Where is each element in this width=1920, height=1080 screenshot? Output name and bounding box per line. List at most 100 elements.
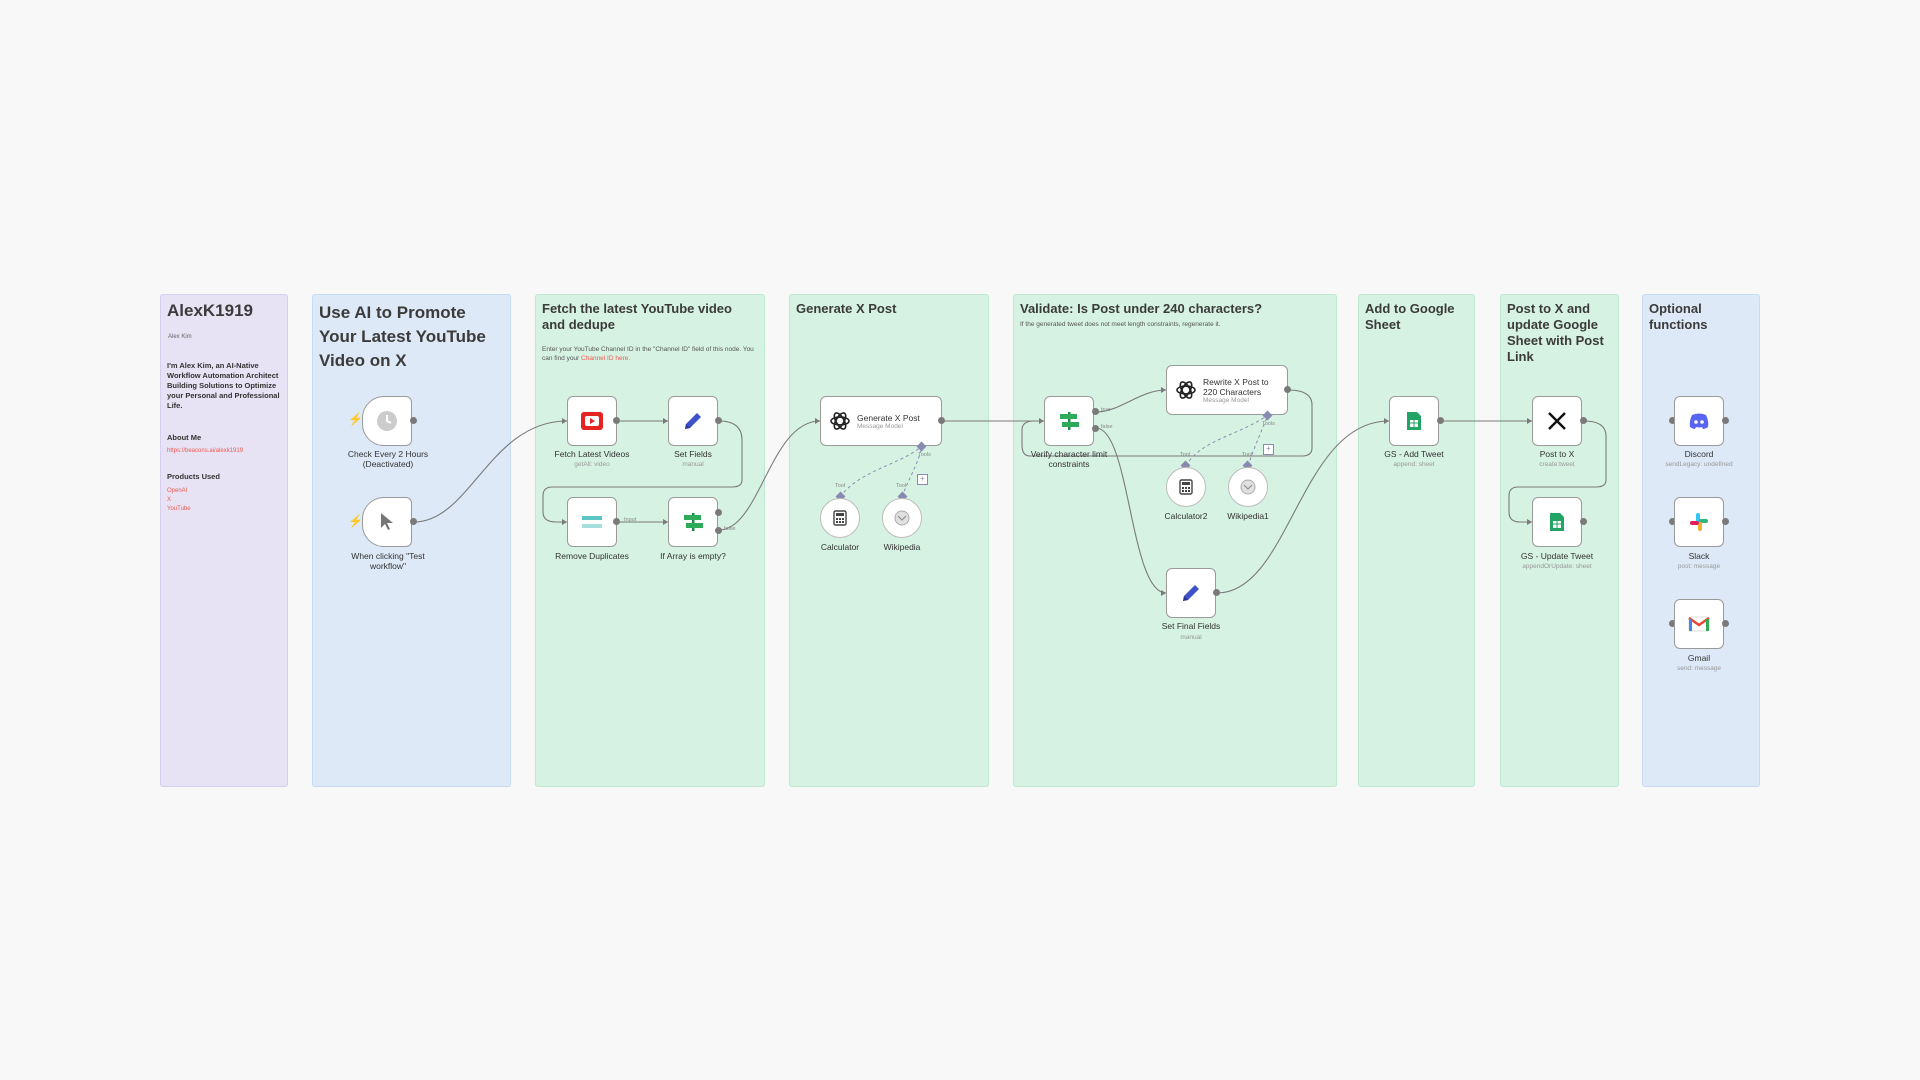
manual-trigger-node[interactable] xyxy=(362,497,412,547)
discord-node[interactable] xyxy=(1674,396,1724,446)
generate-post-node[interactable]: Generate X Post Message Model xyxy=(820,396,942,446)
channel-id-link[interactable]: Channel ID here. xyxy=(581,355,631,362)
generate-post-output-port[interactable] xyxy=(938,417,945,424)
if-array-false-port[interactable] xyxy=(715,527,722,534)
fetch-videos-label: Fetch Latest Videos xyxy=(554,449,630,459)
rewrite-post-tools-label: Tools xyxy=(1262,421,1275,427)
wikipedia-icon xyxy=(1240,479,1256,495)
about-heading: About Me xyxy=(167,433,202,442)
wikipedia-icon xyxy=(894,510,910,526)
gmail-input-port[interactable] xyxy=(1669,620,1676,627)
generate-post-label: Generate X Post xyxy=(857,412,920,423)
wikipedia1-node[interactable] xyxy=(1228,467,1268,507)
fetch-videos-subtitle: getAll: video xyxy=(574,461,610,468)
set-fields-label: Set Fields xyxy=(674,449,712,459)
calculator-tool-label: Tool xyxy=(835,483,846,489)
gmail-icon xyxy=(1688,616,1710,632)
about-link[interactable]: https://beacons.ai/alexk1919 xyxy=(167,448,244,454)
product-link-openai[interactable]: OpenAI xyxy=(167,488,188,494)
profile-image-alt: Alex Kim xyxy=(168,334,192,340)
post-to-x-node[interactable] xyxy=(1532,396,1582,446)
generate-title: Generate X Post xyxy=(796,301,897,316)
if-array-empty-label: If Array is empty? xyxy=(660,551,726,561)
validate-note: If the generated tweet does not meet len… xyxy=(1020,321,1221,328)
edge-postx-to-gsupdate xyxy=(1508,420,1607,523)
discord-label: Discord xyxy=(1684,449,1714,459)
manual-output-port[interactable] xyxy=(410,518,417,525)
schedule-trigger-node[interactable] xyxy=(362,396,412,446)
set-fields-node[interactable] xyxy=(668,396,718,446)
postx-title: Post to X and update Google Sheet with P… xyxy=(1507,301,1604,364)
x-logo-icon xyxy=(1548,412,1566,430)
post-to-x-output-port[interactable] xyxy=(1580,417,1587,424)
schedule-output-port[interactable] xyxy=(410,417,417,424)
gs-update-tweet-node[interactable] xyxy=(1532,497,1582,547)
sheet-title: Add to Google Sheet xyxy=(1365,301,1455,332)
sticky-fetch[interactable]: Fetch the latest YouTube video and dedup… xyxy=(535,294,765,787)
set-final-output-port[interactable] xyxy=(1213,589,1220,596)
trigger-bolt-icon: ⚡ xyxy=(348,412,363,426)
slack-input-port[interactable] xyxy=(1669,518,1676,525)
edge-calculator-to-generate xyxy=(839,445,923,498)
product-link-x[interactable]: X xyxy=(167,497,172,503)
manual-trigger-label: When clicking "Test workflow" xyxy=(351,551,425,571)
set-fields-output-port[interactable] xyxy=(715,417,722,424)
calculator-node[interactable] xyxy=(820,498,860,538)
verify-limit-node[interactable] xyxy=(1044,396,1094,446)
discord-icon xyxy=(1689,413,1709,429)
rewrite-post-label: Rewrite X Post to 220 Characters xyxy=(1203,376,1269,397)
clock-icon xyxy=(377,411,397,431)
slack-node[interactable] xyxy=(1674,497,1724,547)
gmail-subtitle: send: message xyxy=(1676,665,1722,672)
rewrite-post-add-tool-button[interactable]: + xyxy=(1263,444,1274,455)
gs-add-tweet-node[interactable] xyxy=(1389,396,1439,446)
sticky-generate[interactable]: Generate X Post xyxy=(789,294,989,787)
products-heading: Products Used xyxy=(167,472,220,481)
google-sheets-icon xyxy=(1407,412,1421,430)
remove-duplicates-output-port[interactable] xyxy=(613,518,620,525)
dedupe-icon xyxy=(582,516,602,528)
generate-post-add-tool-button[interactable]: + xyxy=(917,474,928,485)
edge-verify-true-to-rewrite xyxy=(1095,389,1167,413)
sticky-sheet[interactable]: Add to Google Sheet xyxy=(1358,294,1475,787)
generate-post-subtitle: Message Model xyxy=(857,422,903,430)
promote-title: Use AI to Promote Your Latest YouTube Vi… xyxy=(319,303,486,370)
fetch-videos-output-port[interactable] xyxy=(613,417,620,424)
gs-update-output-port[interactable] xyxy=(1580,518,1587,525)
product-link-youtube[interactable]: YouTube xyxy=(167,506,191,512)
fetch-note: Enter your YouTube Channel ID in the "Ch… xyxy=(542,346,754,362)
if-array-true-port[interactable] xyxy=(715,509,722,516)
wikipedia1-tool-label: Tool xyxy=(1242,452,1253,458)
verify-false-port[interactable] xyxy=(1092,425,1099,432)
discord-input-port[interactable] xyxy=(1669,417,1676,424)
intro-title: AlexK1919 xyxy=(167,301,254,320)
rewrite-post-node[interactable]: Rewrite X Post to 220 Characters Message… xyxy=(1166,365,1288,415)
calculator-icon xyxy=(833,510,847,526)
discord-subtitle: sendLegacy: undefined xyxy=(1665,461,1733,468)
remove-duplicates-node[interactable] xyxy=(567,497,617,547)
calculator2-node[interactable] xyxy=(1166,467,1206,507)
fetch-videos-node[interactable] xyxy=(567,396,617,446)
gmail-output-port[interactable] xyxy=(1722,620,1729,627)
rewrite-post-output-port[interactable] xyxy=(1284,386,1291,393)
rewrite-post-subtitle: Message Model xyxy=(1203,396,1249,404)
set-final-fields-node[interactable] xyxy=(1166,568,1216,618)
if-array-empty-node[interactable] xyxy=(668,497,718,547)
openai-icon xyxy=(1176,381,1196,399)
slack-label: Slack xyxy=(1688,551,1710,561)
if-array-false-label: false xyxy=(724,526,736,532)
edge-manual-to-fetch xyxy=(413,420,568,523)
verify-true-port[interactable] xyxy=(1092,408,1099,415)
slack-output-port[interactable] xyxy=(1722,518,1729,525)
sticky-intro[interactable]: AlexK1919 Alex Kim I'm Alex Kim, an AI-N… xyxy=(160,294,288,787)
verify-limit-label: Verify character limit constraints xyxy=(1030,449,1108,469)
gs-add-output-port[interactable] xyxy=(1437,417,1444,424)
remove-duplicates-label: Remove Duplicates xyxy=(555,551,629,561)
slack-subtitle: post: message xyxy=(1677,563,1721,570)
if-icon xyxy=(684,513,703,531)
discord-output-port[interactable] xyxy=(1722,417,1729,424)
gmail-node[interactable] xyxy=(1674,599,1724,649)
wikipedia-node[interactable] xyxy=(882,498,922,538)
edge-calculator2-to-rewrite xyxy=(1185,414,1269,467)
trigger-bolt-icon: ⚡ xyxy=(348,514,363,528)
